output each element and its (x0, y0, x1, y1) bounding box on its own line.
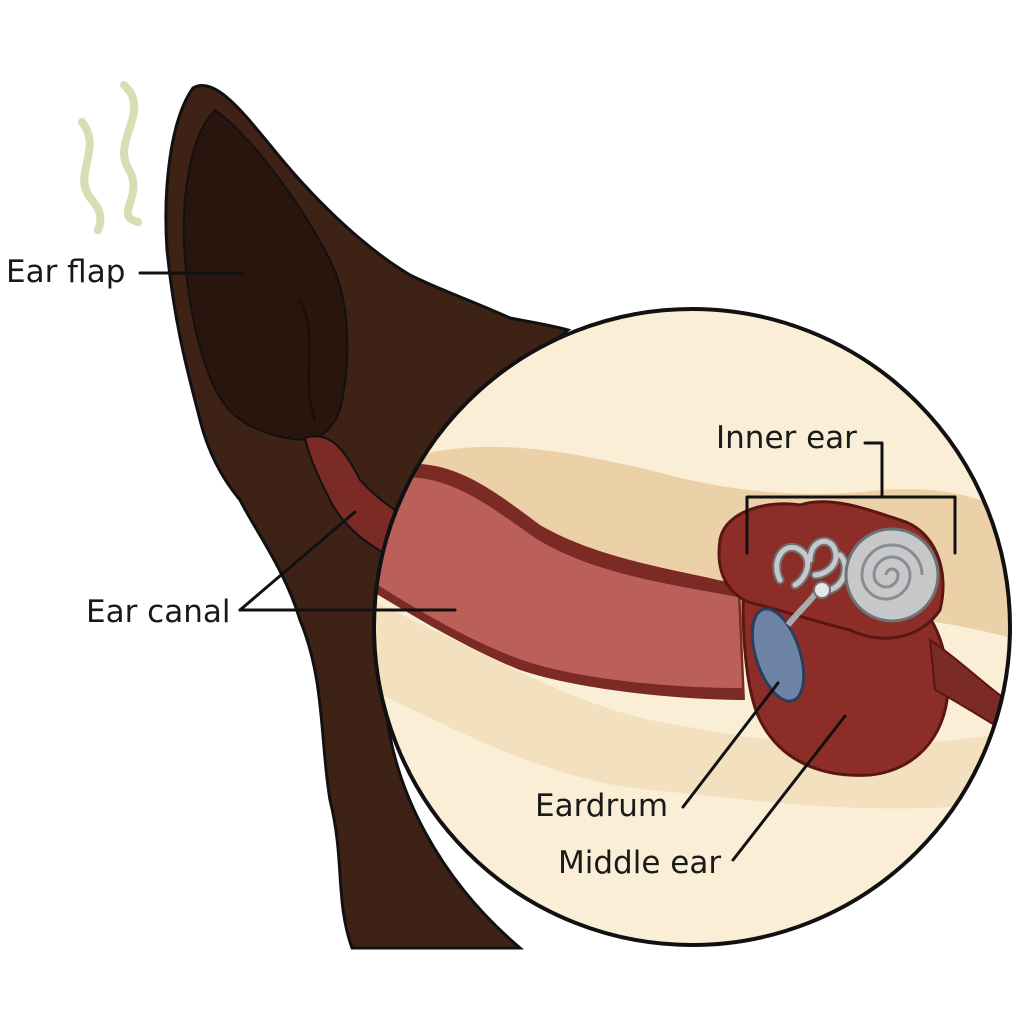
ear-canal-lumen (374, 477, 742, 688)
label-ear-canal: Ear canal (86, 594, 230, 630)
label-inner-ear: Inner ear (716, 420, 857, 456)
label-eardrum: Eardrum (535, 788, 668, 824)
leader-lines (138, 271, 957, 862)
label-middle-ear: Middle ear (558, 845, 721, 881)
odor-wisps-icon (78, 81, 142, 235)
zoom-circle (372, 307, 1012, 947)
eardrum-membrane (750, 607, 806, 703)
cochlea-icon (844, 527, 940, 623)
label-ear-flap: Ear flap (6, 254, 125, 290)
